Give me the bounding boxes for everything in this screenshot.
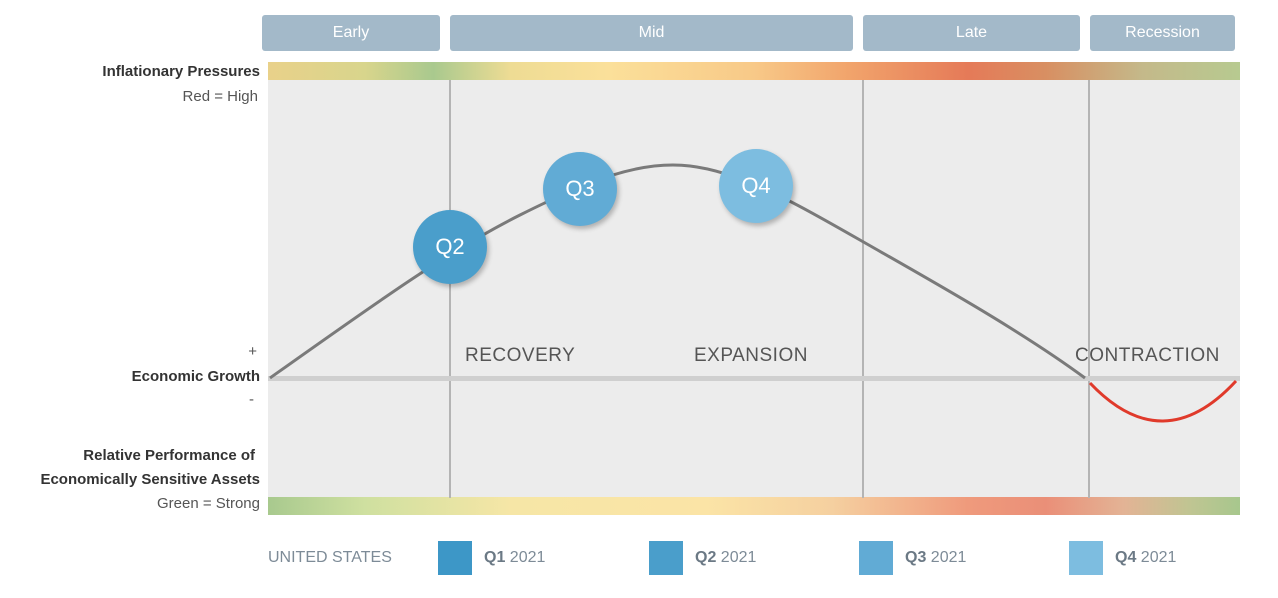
legend-item-q1: Q1 2021 <box>438 541 545 575</box>
marker-q4: Q4 <box>719 149 793 223</box>
divider-mid-late <box>862 80 864 498</box>
legend-q3-quarter: Q3 <box>905 549 927 566</box>
legend-swatch-q3 <box>859 541 893 575</box>
divider-late-recession <box>1088 80 1090 498</box>
stage-contraction: CONTRACTION <box>1075 345 1220 366</box>
perf-sub: Green = Strong <box>157 495 260 512</box>
recession-curve <box>1088 379 1238 423</box>
legend-q2-year: 2021 <box>720 549 757 566</box>
legend-q3-year: 2021 <box>930 549 967 566</box>
growth-plus: + <box>248 343 257 360</box>
performance-gradient-bar <box>268 497 1240 515</box>
legend-swatch-q2 <box>649 541 683 575</box>
legend-q4-year: 2021 <box>1140 549 1177 566</box>
legend-swatch-q1 <box>438 541 472 575</box>
legend-q1-year: 2021 <box>509 549 546 566</box>
marker-q2: Q2 <box>413 210 487 284</box>
growth-title: Economic Growth <box>131 368 260 385</box>
growth-axis-line <box>268 376 1240 381</box>
legend-country: UNITED STATES <box>268 541 392 575</box>
phase-late: Late <box>863 15 1080 51</box>
legend-q4-quarter: Q4 <box>1115 549 1137 566</box>
marker-q3: Q3 <box>543 152 617 226</box>
perf-title-line2: Economically Sensitive Assets <box>40 471 260 488</box>
inflation-gradient-bar <box>268 62 1240 80</box>
inflation-title: Inflationary Pressures <box>102 63 260 80</box>
stage-expansion: EXPANSION <box>694 345 808 366</box>
legend-q2-quarter: Q2 <box>695 549 717 566</box>
legend-q1-quarter: Q1 <box>484 549 506 566</box>
growth-curve <box>269 163 1086 380</box>
legend-country-label: UNITED STATES <box>268 549 392 566</box>
growth-minus: - <box>249 391 254 408</box>
divider-early-mid <box>449 80 451 498</box>
phase-early: Early <box>262 15 440 51</box>
perf-title-line1: Relative Performance of <box>83 447 255 464</box>
phase-recession: Recession <box>1090 15 1235 51</box>
legend-swatch-q4 <box>1069 541 1103 575</box>
phase-mid: Mid <box>450 15 853 51</box>
legend-item-q2: Q2 2021 <box>649 541 756 575</box>
legend-item-q3: Q3 2021 <box>859 541 966 575</box>
stage-recovery: RECOVERY <box>465 345 576 366</box>
legend-item-q4: Q4 2021 <box>1069 541 1176 575</box>
inflation-sub: Red = High <box>182 88 258 105</box>
